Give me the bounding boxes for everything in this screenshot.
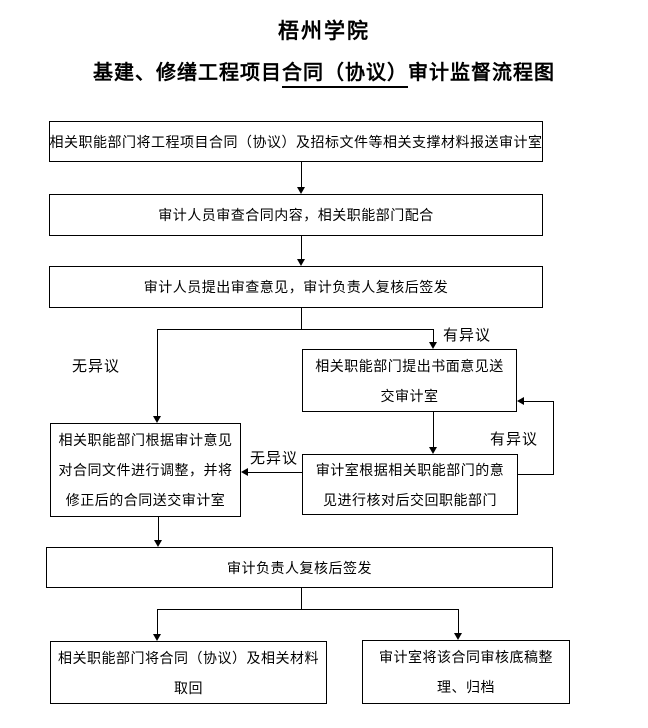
edge-label-objection-1: 有异议: [443, 327, 492, 344]
edge-adjust-to-sign: [158, 517, 159, 541]
edge-label-objection-2: 有异议: [490, 431, 539, 448]
edge-submit-to-review: [301, 162, 302, 187]
node-text: 交审计室: [380, 387, 439, 404]
arrow-left-icon: [241, 468, 248, 476]
chart-title-suffix: 审计监督流程图: [408, 62, 555, 84]
node-text: 审计人员审查合同内容，相关职能部门配合: [158, 207, 434, 223]
node-text: 审计室根据相关职能部门的意: [315, 461, 505, 478]
arrow-down-icon: [153, 416, 161, 423]
edge-review-to-opinion: [301, 236, 302, 259]
edge-feedback-vertical: [553, 401, 554, 475]
arrow-down-icon: [429, 447, 437, 454]
arrow-down-icon: [454, 633, 462, 640]
arrow-down-icon: [297, 187, 305, 194]
edge-feedback-top: [524, 401, 554, 402]
node-text: 理、归档: [437, 679, 495, 695]
arrow-down-icon: [154, 540, 162, 547]
edge-label-no-objection-2: 无异议: [250, 450, 299, 467]
node-archive: 审计室将该合同审核底稿整 理、归档: [362, 640, 570, 704]
node-final-sign: 审计负责人复核后签发: [46, 547, 553, 588]
edge-feedback-bottom: [518, 474, 554, 475]
node-retrieve-contract: 相关职能部门将合同（协议）及相关材料 取回: [50, 641, 327, 704]
node-text: 审计负责人复核后签发: [227, 559, 372, 576]
node-text: 相关职能部门根据审计意见: [58, 432, 233, 448]
edge-to-retrieve: [157, 609, 158, 635]
chart-title-prefix: 基建、修缮工程项目: [93, 62, 282, 84]
edge-branch-horizontal: [157, 329, 434, 330]
node-text: 对合同文件进行调整，并将: [58, 462, 233, 478]
arrow-down-icon: [153, 634, 161, 641]
edge-no-objection-drop: [157, 329, 158, 416]
edge-verify-to-adjust: [248, 472, 302, 473]
node-text: 取回: [174, 679, 203, 696]
edge-objection-to-verify: [433, 412, 434, 447]
node-text: 相关职能部门将合同（协议）及相关材料: [58, 649, 319, 666]
edge-sign-stem: [301, 588, 302, 610]
node-submit-materials: 相关职能部门将工程项目合同（协议）及招标文件等相关支撑材料报送审计室: [49, 121, 543, 162]
node-text: 修正后的合同送交审计室: [65, 492, 226, 508]
edge-final-split-horizontal: [157, 609, 459, 610]
edge-to-archive: [458, 609, 459, 634]
node-review-contract: 审计人员审查合同内容，相关职能部门配合: [49, 194, 543, 236]
node-written-objection: 相关职能部门提出书面意见送 交审计室: [302, 349, 517, 412]
node-adjust-contract: 相关职能部门根据审计意见 对合同文件进行调整，并将 修正后的合同送交审计室: [50, 423, 241, 517]
arrow-left-icon: [517, 397, 524, 405]
edge-label-no-objection-1: 无异议: [72, 358, 121, 375]
node-verify-return: 审计室根据相关职能部门的意 见进行核对后交回职能部门: [302, 454, 518, 515]
node-text: 审计室将该合同审核底稿整: [379, 649, 553, 665]
node-text: 见进行核对后交回职能部门: [323, 491, 497, 508]
edge-opinion-stem: [301, 308, 302, 330]
node-issue-opinion: 审计人员提出审查意见，审计负责人复核后签发: [49, 266, 543, 308]
org-title: 梧州学院: [278, 20, 370, 43]
arrow-down-icon: [429, 342, 437, 349]
chart-title-underlined-text: 合同（协议）: [282, 56, 408, 88]
edge-objection-drop: [433, 329, 434, 342]
node-text: 相关职能部门提出书面意见送: [315, 357, 504, 374]
node-text: 审计人员提出审查意见，审计负责人复核后签发: [143, 279, 449, 295]
chart-title: 基建、修缮工程项目合同（协议）审计监督流程图: [0, 56, 648, 88]
node-text: 相关职能部门将工程项目合同（协议）及招标文件等相关支撑材料报送审计室: [49, 133, 543, 150]
arrow-down-icon: [297, 259, 305, 266]
